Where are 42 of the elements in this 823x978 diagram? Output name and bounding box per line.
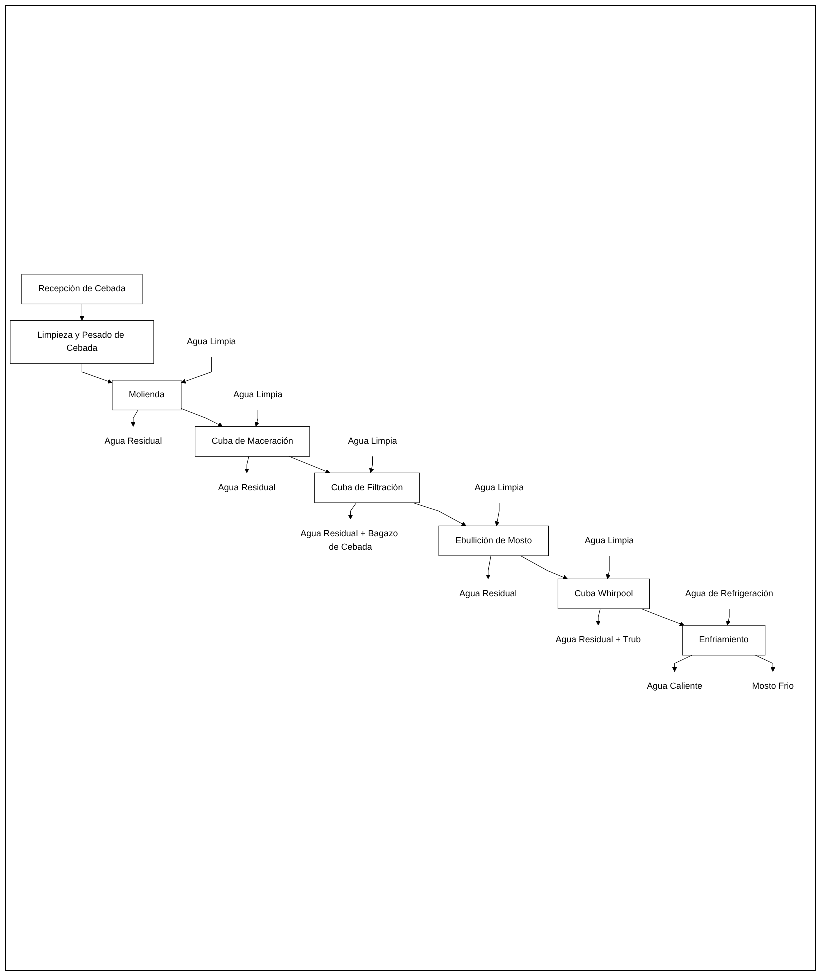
node-box	[682, 625, 766, 656]
arrow	[413, 502, 467, 526]
node-box	[112, 380, 182, 410]
node-text: Agua Residual	[218, 483, 276, 492]
node-text: Agua Limpia	[584, 536, 634, 546]
arrow	[244, 456, 250, 474]
node-text: Agua Residual	[104, 436, 162, 446]
arrow	[606, 556, 611, 580]
arrow	[755, 655, 776, 672]
node-text: Agua Residual + Bagazo de Cebada	[300, 529, 398, 552]
node-box	[314, 472, 420, 504]
node-box	[438, 526, 550, 556]
arrow	[348, 502, 357, 520]
node-text: Agua Residual + Trub	[556, 635, 642, 645]
node-text: Agua de Refrigeración	[686, 589, 774, 598]
arrow	[181, 408, 224, 427]
arrow	[289, 456, 330, 474]
arrow	[181, 356, 212, 384]
node-text: Agua Limpia	[348, 436, 398, 446]
arrow	[641, 608, 685, 626]
node-box	[22, 274, 143, 304]
node-text: Agua Limpia	[234, 390, 283, 400]
arrow	[596, 608, 601, 626]
arrow	[254, 410, 260, 427]
node-text: Mosto Frio	[752, 682, 794, 692]
arrow	[486, 556, 492, 580]
node-box	[10, 320, 154, 364]
arrow	[520, 556, 568, 580]
node-box	[558, 578, 650, 610]
arrow	[82, 364, 113, 384]
node-text: Agua Limpia	[187, 337, 236, 347]
arrow	[369, 456, 374, 474]
arrow	[726, 608, 731, 626]
node-box	[195, 426, 310, 457]
node-text: Agua Caliente	[647, 682, 703, 692]
flowchart: Recepción de Cebada Limpieza y Pesado de Cebada Agua Limpia Molienda Agua Residual Agua Limpia Cuba de Maceración Agua Residual Agua Limpia Cuba de Filtración Agua Residual + Bagazo de Cebada Agua Limpia Ebullición de Mosto Agua Residual Agua Limpia Cuba Whirpool Agua Residual + Trub Agua de Refrigeración Enfriamiento Agua Caliente Mosto Frio	[6, 270, 815, 706]
arrow	[495, 502, 500, 526]
arrow	[672, 655, 693, 672]
node-text: Agua Residual	[460, 589, 518, 598]
arrow	[80, 304, 85, 321]
arrow	[131, 410, 139, 427]
node-text: Agua Limpia	[474, 483, 524, 492]
